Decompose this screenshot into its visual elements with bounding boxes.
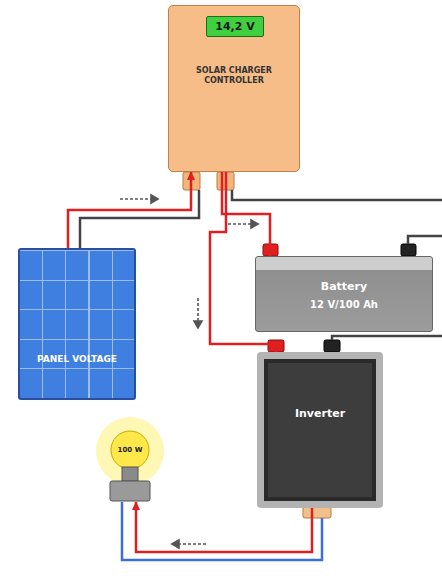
wattage-label: 100 W (108, 446, 152, 455)
bulb-shape (108, 430, 152, 502)
inverter: Inverter (257, 352, 383, 508)
negative-terminal (401, 244, 416, 256)
light-bulb: 100 W (108, 430, 152, 502)
voltage-display: 14,2 V (206, 16, 264, 37)
wire (232, 190, 442, 200)
bulb-base (110, 481, 150, 501)
charge-controller: SOLAR CHARGER CONTROLLER 14,2 V (168, 5, 300, 172)
display-reading: 14,2 V (207, 20, 263, 33)
negative-terminal (324, 340, 340, 352)
power-wire (222, 172, 270, 256)
inverter-label: Inverter (264, 407, 376, 420)
power-wire (68, 172, 191, 248)
wire (80, 190, 199, 248)
wire (332, 336, 442, 340)
output-socket (303, 507, 331, 518)
battery-rating: 12 V/100 Ah (256, 298, 432, 311)
panel-label: PANEL VOLTAGE (20, 354, 134, 365)
bulb-glow (96, 417, 164, 485)
power-wire (136, 502, 312, 552)
bulb-neck (122, 467, 138, 481)
device-label: SOLAR CHARGER CONTROLLER (188, 66, 280, 86)
battery-label: Battery (256, 280, 432, 293)
wire (408, 236, 442, 244)
wire (122, 502, 322, 560)
solar-panel: PANEL VOLTAGE (18, 248, 136, 400)
battery: Battery 12 V/100 Ah (255, 256, 433, 332)
